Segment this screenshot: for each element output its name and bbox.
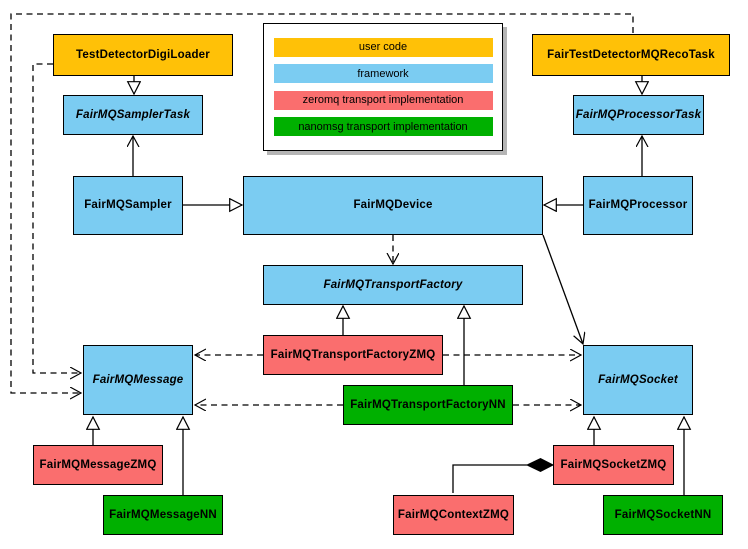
- class-label: FairMQProcessorTask: [575, 108, 702, 121]
- class-label: FairMQMessageNN: [109, 508, 217, 521]
- class-box-FairMQSamplerTask: FairMQSamplerTask: [63, 95, 203, 135]
- class-box-FairMQTransportFactory: FairMQTransportFactory: [263, 265, 523, 305]
- class-box-FairMQDevice: FairMQDevice: [243, 176, 543, 235]
- class-label: FairMQSamplerTask: [75, 108, 191, 121]
- class-box-FairMQMessageNN: FairMQMessageNN: [103, 495, 223, 535]
- class-label: FairMQSocket: [598, 373, 678, 386]
- legend-item-framework: framework: [273, 64, 493, 84]
- edge-association-FairMQDevice-to-FairMQSocket: [542, 234, 583, 344]
- class-label: FairMQTransportFactory: [323, 278, 463, 291]
- legend-item-user: user code: [273, 37, 493, 57]
- class-box-FairMQProcessor: FairMQProcessor: [583, 176, 693, 235]
- class-box-FairMQSocketNN: FairMQSocketNN: [603, 495, 723, 535]
- class-box-FairMQProcessorTask: FairMQProcessorTask: [573, 95, 704, 135]
- composition-diamond: [525, 457, 555, 473]
- class-box-FairMQSocket: FairMQSocket: [583, 345, 693, 415]
- class-box-FairMQSampler: FairMQSampler: [73, 176, 183, 235]
- legend-label: zeromq transport implementation: [302, 94, 464, 107]
- edge-dependency-FairTestDetectorMQRecoTask-to-FairMQMessage: [10, 13, 634, 393]
- class-label: FairMQMessage: [92, 373, 184, 386]
- class-label: FairMQSocketNN: [614, 508, 712, 521]
- legend-label: user code: [358, 41, 408, 54]
- class-label: FairMQSampler: [84, 199, 172, 212]
- class-box-FairMQTransportFactoryZMQ: FairMQTransportFactoryZMQ: [263, 335, 443, 375]
- edge-composition-FairMQSocketZMQ-to-FairMQContextZMQ: [452, 464, 527, 493]
- class-box-FairMQContextZMQ: FairMQContextZMQ: [393, 495, 514, 535]
- class-box-FairMQMessage: FairMQMessage: [83, 345, 193, 415]
- class-label: FairMQSocketZMQ: [560, 458, 667, 471]
- class-label: FairMQMessageZMQ: [39, 458, 157, 471]
- class-label: FairMQTransportFactoryNN: [350, 398, 506, 411]
- class-label: FairTestDetectorMQRecoTask: [547, 48, 715, 61]
- class-label: FairMQProcessor: [588, 199, 688, 212]
- class-box-FairMQSocketZMQ: FairMQSocketZMQ: [553, 445, 674, 485]
- class-label: FairMQDevice: [353, 199, 433, 212]
- legend-item-nanomsg: nanomsg transport implementation: [273, 117, 493, 137]
- class-label: TestDetectorDigiLoader: [76, 48, 210, 61]
- legend-label: nanomsg transport implementation: [298, 120, 468, 133]
- class-label: FairMQContextZMQ: [397, 508, 510, 521]
- class-box-TestDetectorDigiLoader: TestDetectorDigiLoader: [53, 34, 233, 76]
- class-label: FairMQTransportFactoryZMQ: [270, 348, 436, 361]
- legend-item-zeromq: zeromq transport implementation: [273, 90, 493, 110]
- class-box-FairTestDetectorMQRecoTask: FairTestDetectorMQRecoTask: [532, 34, 730, 76]
- class-box-FairMQMessageZMQ: FairMQMessageZMQ: [33, 445, 163, 485]
- class-box-FairMQTransportFactoryNN: FairMQTransportFactoryNN: [343, 385, 513, 425]
- legend: user code framework zeromq transport imple…: [263, 23, 503, 151]
- legend-label: framework: [357, 67, 409, 80]
